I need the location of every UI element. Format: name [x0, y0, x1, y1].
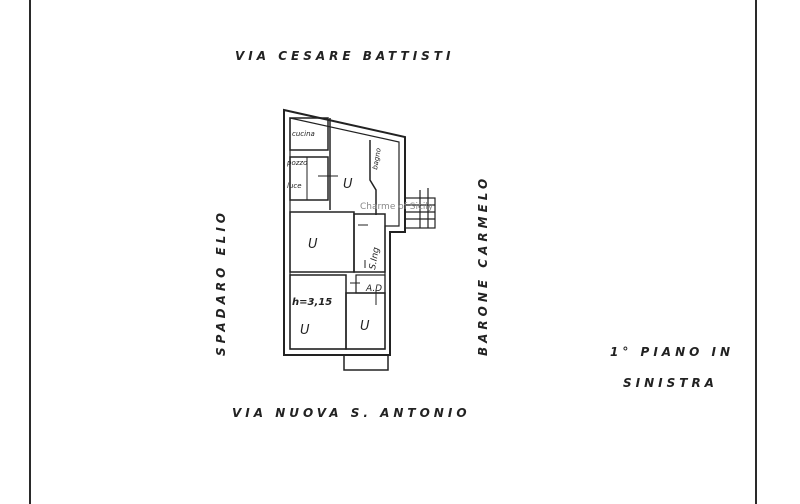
light-well: [289, 156, 329, 201]
floor-note-line2: SINISTRA: [623, 376, 718, 390]
bathroom-room: [369, 140, 377, 215]
outer-wall: [283, 108, 406, 356]
room-label-u2: U: [308, 237, 318, 252]
watermark-text: Charme of Sicily: [360, 202, 434, 212]
room-label-pozzo: pozzo: [286, 159, 307, 167]
room-label-kitchen: cucina: [292, 130, 315, 138]
entrance-hall: [353, 213, 386, 273]
balcony-south: [343, 354, 389, 371]
room-label-u1: U: [343, 177, 353, 192]
room-u2: [289, 211, 355, 273]
room-label-u3: U: [300, 323, 310, 338]
room-label-u4: U: [360, 319, 370, 334]
stairs-east: [404, 188, 436, 229]
street-south-label: VIA NUOVA S. ANTONIO: [232, 406, 471, 420]
room-label-luce: luce: [287, 182, 302, 190]
ceiling-height-label: h=3,15: [292, 297, 332, 308]
street-north-label: VIA CESARE BATTISTI: [235, 49, 455, 63]
frame-left-border: [29, 0, 31, 504]
room-u4: [345, 292, 386, 350]
kitchen-room: [289, 117, 329, 151]
floor-note-line1: 1° PIANO IN: [610, 345, 735, 359]
inner-wall: [289, 117, 400, 350]
room-label-entrance: S.Ing: [368, 246, 382, 270]
room-u3: [289, 274, 347, 350]
room-label-closet: A.D: [365, 284, 382, 294]
room-label-bathroom: bagno: [371, 147, 383, 170]
frame-right-border: [755, 0, 757, 504]
